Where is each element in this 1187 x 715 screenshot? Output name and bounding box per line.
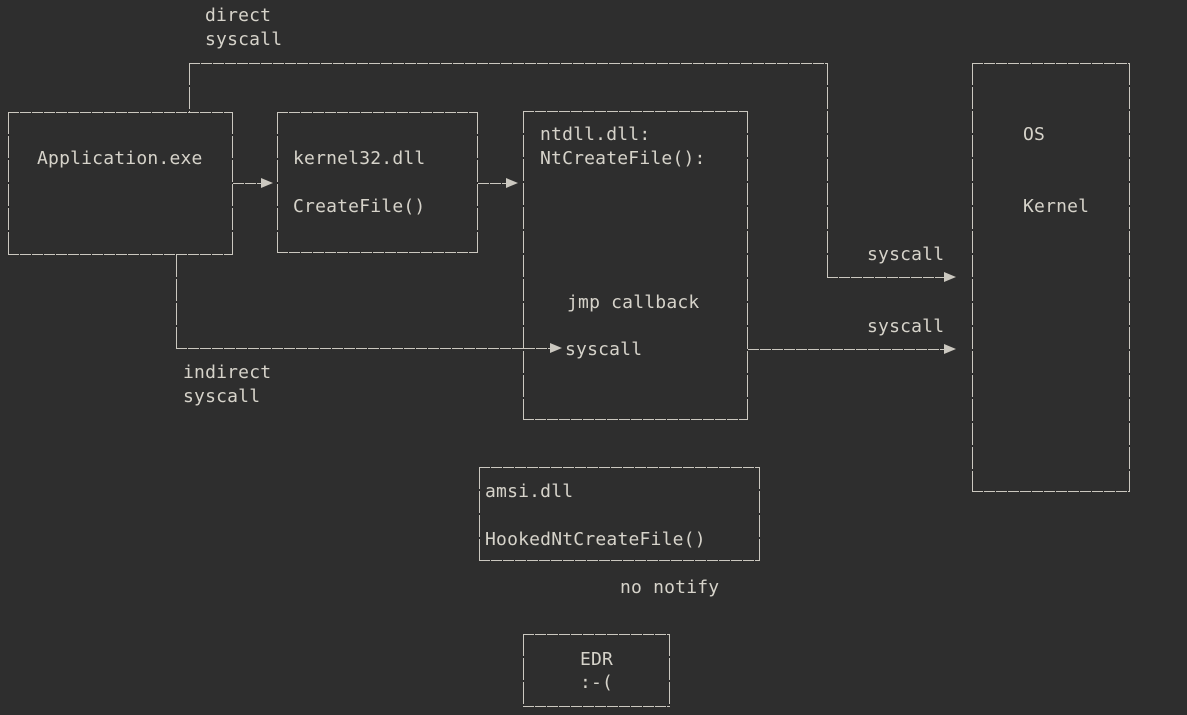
- direct-syscall-label: direct syscall: [205, 5, 283, 50]
- indirect-syscall-arrow-line: [176, 348, 550, 349]
- indirect-syscall-label: indirect syscall: [183, 362, 272, 407]
- indirect-syscall-down-line: [176, 255, 177, 349]
- ntdll-box-header: ntdll.dll: NtCreateFile():: [540, 124, 706, 169]
- ntdll-box: [523, 111, 748, 420]
- edr-box: [523, 634, 670, 707]
- kernel32-to-ntdll-line: [478, 183, 506, 184]
- app-to-kernel32-arrow-icon: [261, 178, 273, 188]
- ntdll-to-kernel-arrow-line: [748, 349, 944, 350]
- amsi-box-text: amsi.dll HookedNtCreateFile(): [485, 481, 706, 550]
- no-notify-label: no notify: [620, 577, 720, 598]
- syscall-label-indirect-path: syscall: [867, 316, 945, 337]
- direct-syscall-arrow-line: [827, 277, 944, 278]
- direct-syscall-arrow-icon: [944, 272, 956, 282]
- os-kernel-box-text: OS Kernel: [1023, 124, 1090, 217]
- kernel32-box-text: kernel32.dll CreateFile(): [293, 148, 426, 217]
- syscall-label-direct-path: syscall: [867, 244, 945, 265]
- kernel32-to-ntdll-arrow-icon: [506, 178, 518, 188]
- application-box: [8, 112, 233, 255]
- application-box-title: Application.exe: [37, 148, 203, 169]
- direct-syscall-top-line: [189, 63, 828, 64]
- indirect-syscall-arrow-icon: [550, 343, 562, 353]
- os-kernel-box: [972, 63, 1130, 492]
- edr-box-text: EDR :-(: [579, 649, 614, 693]
- amsi-box: [479, 467, 760, 561]
- direct-syscall-stub-line: [189, 63, 190, 112]
- ntdll-syscall-instruction-label: syscall: [565, 339, 643, 360]
- kernel32-box: [277, 112, 478, 253]
- jmp-callback-label: jmp callback: [567, 292, 700, 313]
- app-to-kernel32-line: [233, 183, 261, 184]
- ntdll-to-kernel-arrow-icon: [944, 344, 956, 354]
- direct-syscall-down-line: [827, 63, 828, 278]
